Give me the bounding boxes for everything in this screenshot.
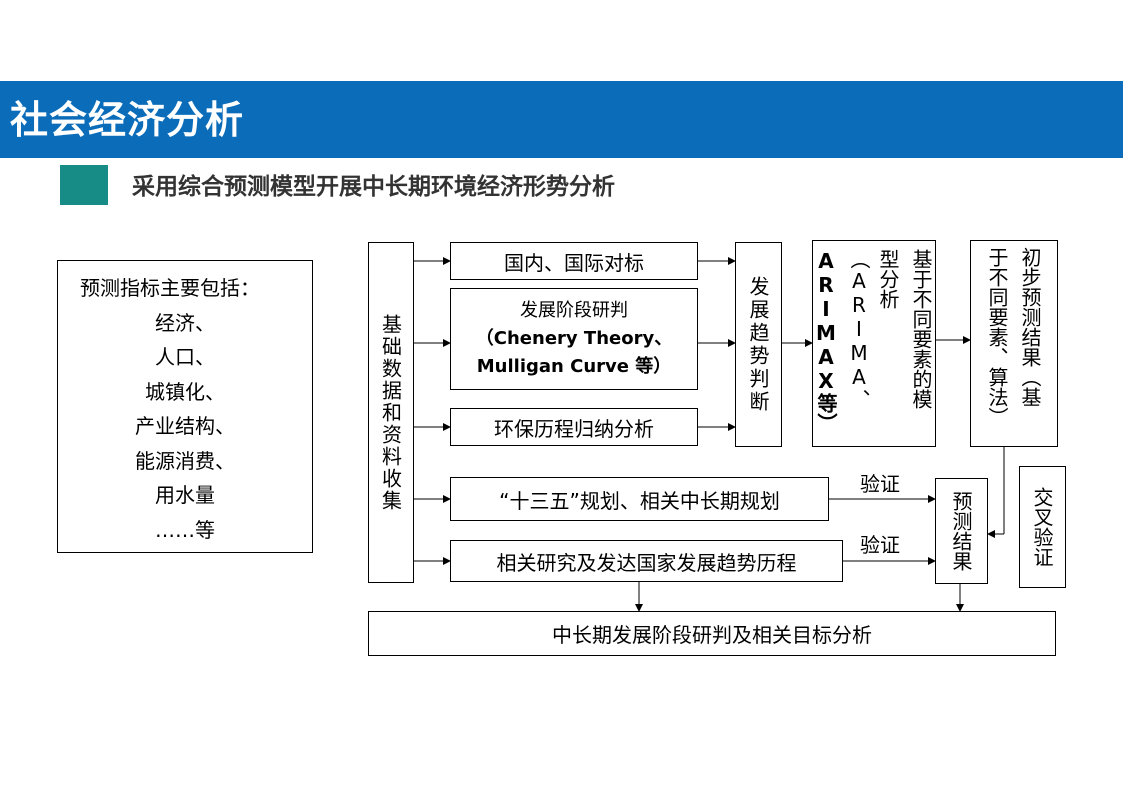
verify-label-1: 验证 — [860, 472, 900, 496]
indicator-item: 经济、 — [155, 310, 215, 335]
env-history-label: 环保历程归纳分析 — [494, 416, 654, 441]
page-title: 社会经济分析 — [10, 98, 245, 142]
data-collection-label: 基础数据和资料收集 — [378, 313, 403, 512]
prelim-result-box: 初步预测结果（基 于不同要素、算法） — [970, 240, 1058, 447]
stage-analysis-curve: Mulligan Curve 等） — [476, 356, 672, 377]
cross-validation-label: 交叉验证 — [1030, 487, 1054, 567]
subtitle-marker — [60, 165, 108, 205]
env-history-box: 环保历程归纳分析 — [450, 408, 698, 446]
benchmark-box: 国内、国际对标 — [450, 242, 698, 280]
model-analysis-box: 基于不同要素的模 型分析（ARIMA、 ARIMAX等） — [812, 240, 936, 447]
model-analysis-label-2: 型分析（ARIMA、 — [847, 249, 900, 409]
verify-label-2: 验证 — [860, 533, 900, 557]
prelim-result-label-1: 初步预测结果（基 — [1018, 247, 1042, 407]
forecast-box: 预测结果 — [935, 478, 988, 584]
cross-validation-box: 交叉验证 — [1019, 466, 1066, 588]
section-subtitle: 采用综合预测模型开展中长期环境经济形势分析 — [132, 174, 615, 200]
indicator-panel: 预测指标主要包括： 经济、 人口、 城镇化、 产业结构、 能源消费、 用水量 …… — [57, 260, 313, 553]
prelim-result-label-2: 于不同要素、算法） — [985, 247, 1009, 427]
benchmark-label: 国内、国际对标 — [504, 250, 644, 275]
stage-analysis-box: 发展阶段研判 （Chenery Theory、 Mulligan Curve 等… — [450, 288, 698, 390]
forecast-label: 预测结果 — [949, 491, 973, 571]
final-analysis-label: 中长期发展阶段研判及相关目标分析 — [552, 623, 872, 647]
research-label: 相关研究及发达国家发展趋势历程 — [496, 550, 797, 575]
final-analysis-box: 中长期发展阶段研判及相关目标分析 — [368, 611, 1056, 656]
stage-analysis-title: 发展阶段研判 — [520, 300, 628, 321]
plan-label: “十三五”规划、相关中长期规划 — [499, 488, 780, 513]
indicator-item: 产业结构、 — [135, 414, 235, 438]
stage-analysis-theory: （Chenery Theory、 — [475, 328, 673, 349]
indicator-item: 能源消费、 — [135, 448, 235, 473]
model-analysis-label-1: 基于不同要素的模 — [909, 249, 933, 409]
research-box: 相关研究及发达国家发展趋势历程 — [450, 540, 843, 582]
plan-box: “十三五”规划、相关中长期规划 — [450, 477, 829, 521]
indicator-item: ……等 — [155, 517, 215, 542]
model-analysis-label-3: ARIMAX等） — [814, 249, 838, 433]
indicator-item: 用水量 — [155, 483, 215, 507]
data-collection-box: 基础数据和资料收集 — [368, 242, 414, 583]
trend-box: 发展趋势判断 — [735, 242, 782, 447]
header-banner — [0, 81, 1123, 158]
trend-label: 发展趋势判断 — [746, 275, 770, 414]
indicator-item: 人口、 — [155, 345, 215, 369]
indicator-heading: 预测指标主要包括： — [80, 276, 260, 300]
indicator-item: 城镇化、 — [145, 379, 225, 404]
